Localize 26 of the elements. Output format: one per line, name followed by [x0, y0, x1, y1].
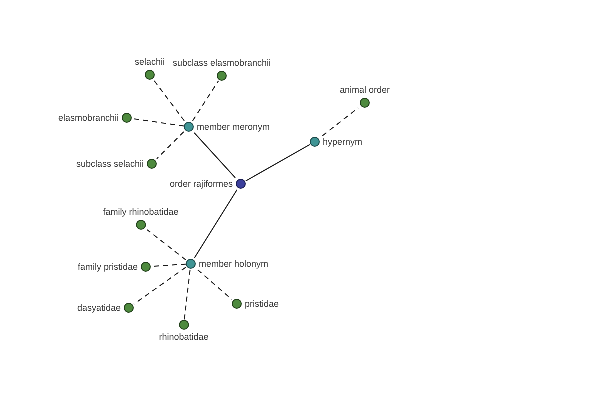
connector-line [194, 190, 238, 258]
node-label: order rajiformes [170, 178, 233, 190]
node-label: dasyatidae [77, 302, 121, 314]
connector-line [194, 132, 236, 178]
dashed-connector-line [153, 80, 185, 122]
dashed-connector-line [156, 132, 184, 160]
dashed-connector-line [322, 108, 360, 136]
node-label: family pristidae [78, 262, 138, 272]
dashed-connector-line [192, 80, 220, 122]
dashed-connector-line [132, 118, 184, 127]
dashed-connector-line [146, 230, 186, 261]
dashed-connector-line [134, 267, 186, 305]
node-label: pristidae [245, 298, 280, 310]
node-label: hypernym [323, 136, 363, 148]
node-label: member meronym [197, 122, 270, 132]
node-label: rhinobatidae [159, 332, 209, 343]
node-label: elasmobranchii [58, 112, 119, 124]
node-label: selachii [135, 57, 165, 68]
dashed-connector-line [184, 270, 191, 320]
dashed-connector-line [197, 270, 232, 300]
node-label: subclass elasmobranchii [172, 58, 272, 69]
node-label: animal order [340, 85, 390, 96]
node-label: family rhinobatidae [103, 207, 179, 218]
node-label: subclass selachii [76, 158, 144, 170]
node-label: member holonym [199, 258, 269, 270]
connector-line [246, 144, 310, 182]
